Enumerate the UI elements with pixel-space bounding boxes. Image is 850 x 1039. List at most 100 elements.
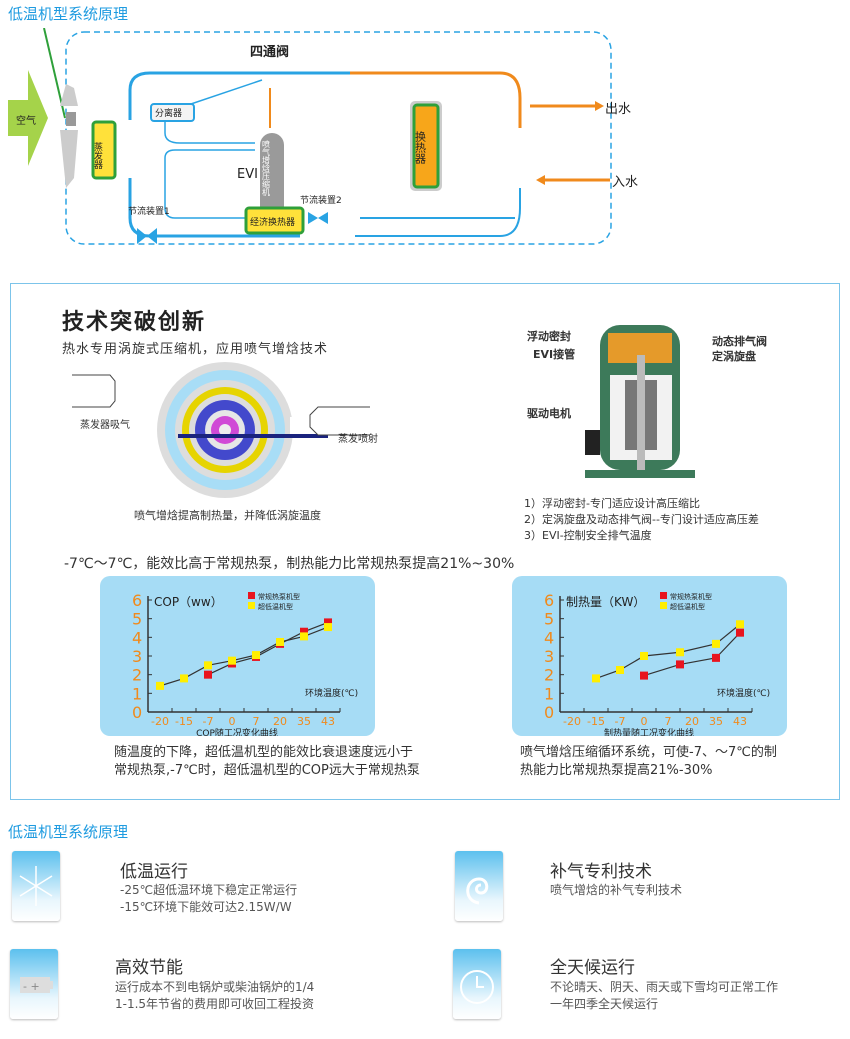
scroll-right-label: 蒸发喷射 xyxy=(338,434,378,445)
series-line xyxy=(643,632,741,677)
data-point xyxy=(252,651,260,660)
svg-text:蒸发器: 蒸发器 xyxy=(92,141,103,169)
tech-subtitle: 热水专用涡旋式压缩机，应用喷气增焓技术 xyxy=(62,342,329,357)
data-point xyxy=(640,652,648,660)
tech-panel xyxy=(10,283,840,800)
compressor xyxy=(260,133,284,228)
data-point xyxy=(736,628,744,637)
y-tick-label: 0 xyxy=(132,703,142,722)
legend-swatch xyxy=(248,602,255,609)
scroll-caption: 喷气增焓提高制热量，并降低涡旋温度 xyxy=(134,509,321,522)
x-tick-label: 7 xyxy=(665,715,672,728)
chart-title: 制热量（KW） xyxy=(566,595,645,609)
swirl-icon xyxy=(455,851,503,921)
legend-swatch xyxy=(660,602,667,609)
legend-swatch xyxy=(248,592,255,599)
caption-line: 常规热泵,-7℃时，超低温机型的COP远大于常规热泵 xyxy=(114,763,420,778)
x-axis-label: 环境温度(℃) xyxy=(717,687,770,699)
x-tick-label: 43 xyxy=(733,715,747,728)
y-tick-label: 6 xyxy=(132,591,142,610)
caption-left: 随温度的下降，超低温机型的能效比衰退速度远小于 常规热泵,-7℃时，超低温机型的… xyxy=(114,744,420,780)
x-tick-label: -7 xyxy=(615,715,626,728)
y-tick-label: 4 xyxy=(544,628,554,647)
x-tick-label: -15 xyxy=(175,715,193,728)
four-way-valve-label: 四通阀 xyxy=(250,44,289,60)
y-tick-label: 2 xyxy=(544,666,554,685)
label-dynamic-valve: 动态排气阀 xyxy=(712,335,767,348)
x-tick-label: 43 xyxy=(321,715,335,728)
section-title-bottom: 低温机型系统原理 xyxy=(8,823,129,841)
y-tick-label: 5 xyxy=(544,610,554,629)
note-item: 1）浮动密封-专门适应设计高压缩比 xyxy=(524,497,700,510)
compressor-notes: 1）浮动密封-专门适应设计高压缩比 2）定涡旋盘及动态排气阀--专门设计适应高压… xyxy=(524,496,759,544)
highlight-text: -7℃～7℃，能效比高于常规热泵，制热能力比常规热泵提高21%~30% xyxy=(64,556,515,572)
data-point xyxy=(156,681,164,690)
label-fixed-scroll: 定涡旋盘 xyxy=(712,350,756,363)
water-out-label: 出水 xyxy=(605,102,631,117)
scroll-left-label: 蒸发器吸气 xyxy=(80,420,130,431)
feature-title: 低温运行 xyxy=(120,862,188,882)
x-tick-label: -15 xyxy=(587,715,605,728)
separator xyxy=(150,103,195,122)
legend-swatch xyxy=(660,592,667,599)
x-tick-label: 20 xyxy=(273,715,287,728)
clock-icon xyxy=(453,949,501,1019)
throttle2-icon xyxy=(318,212,328,224)
x-tick-label: -20 xyxy=(563,715,581,728)
tech-title: 技术突破创新 xyxy=(62,310,207,335)
legend-label: 超低温机型 xyxy=(670,602,705,611)
data-point xyxy=(300,632,308,641)
snowflake-icon xyxy=(12,851,60,921)
data-point xyxy=(180,674,188,683)
y-tick-label: 6 xyxy=(544,591,554,610)
note-item: 2）定涡旋盘及动态排气阀--专门设计适应高压差 xyxy=(524,513,759,526)
label-evi-pipe: EVI接管 xyxy=(533,348,576,361)
caption-line: 喷气增焓压缩循环系统，可使-7、～7℃的制 xyxy=(520,745,777,760)
y-tick-label: 1 xyxy=(544,684,554,703)
svg-text:- +: - + xyxy=(23,980,40,993)
x-tick-label: 35 xyxy=(709,715,723,728)
feature-text: -25℃超低温环境下稳定正常运行-15℃环境下能效可达2.15W/W xyxy=(120,883,298,914)
caption-line: 热能力比常规热泵提高21%-30% xyxy=(520,763,713,778)
label-motor: 驱动电机 xyxy=(527,407,571,420)
fan-icon xyxy=(60,130,78,188)
x-tick-label: 35 xyxy=(297,715,311,728)
scroll-diagram xyxy=(72,362,370,498)
compressor-cutaway xyxy=(585,325,695,478)
water-in-label: 入水 xyxy=(612,175,638,190)
x-tick-label: 7 xyxy=(253,715,260,728)
evaporator xyxy=(91,120,117,180)
throttle1-icon xyxy=(147,228,157,244)
x-tick-label: 0 xyxy=(229,715,236,728)
svg-text:EVI: EVI xyxy=(237,167,258,182)
data-point xyxy=(640,671,648,680)
data-point xyxy=(324,618,332,627)
legend-label: 超低温机型 xyxy=(258,602,293,611)
feature-title: 高效节能 xyxy=(115,958,183,978)
data-point xyxy=(276,638,284,646)
label-floating-seal: 浮动密封 xyxy=(527,330,571,343)
feature-title: 全天候运行 xyxy=(550,958,635,978)
y-tick-label: 0 xyxy=(544,703,554,722)
feature-title: 补气专利技术 xyxy=(550,862,652,882)
svg-text:喷气增焓压缩机: 喷气增焓压缩机 xyxy=(262,139,271,197)
x-tick-label: 20 xyxy=(685,715,699,728)
data-point xyxy=(616,666,624,674)
economizer xyxy=(244,206,305,235)
y-tick-label: 3 xyxy=(132,647,142,666)
y-tick-label: 1 xyxy=(132,684,142,703)
legend-label: 常规热泵机型 xyxy=(670,592,712,601)
system-diagram: 空气 蒸发器 分离器 四通阀 喷气增焓压缩机 EVI 经济换热器 节流装置1 节… xyxy=(8,28,638,245)
battery-icon: - + xyxy=(10,949,58,1019)
data-point xyxy=(204,661,212,670)
y-tick-label: 5 xyxy=(132,610,142,629)
heat-exchanger xyxy=(412,103,440,189)
data-point xyxy=(300,627,308,636)
x-tick-label: -7 xyxy=(203,715,214,728)
note-item: 3）EVI-控制安全排气温度 xyxy=(524,529,652,542)
data-point xyxy=(712,639,720,648)
y-tick-label: 4 xyxy=(132,628,142,647)
svg-text:分离器: 分离器 xyxy=(155,107,182,119)
